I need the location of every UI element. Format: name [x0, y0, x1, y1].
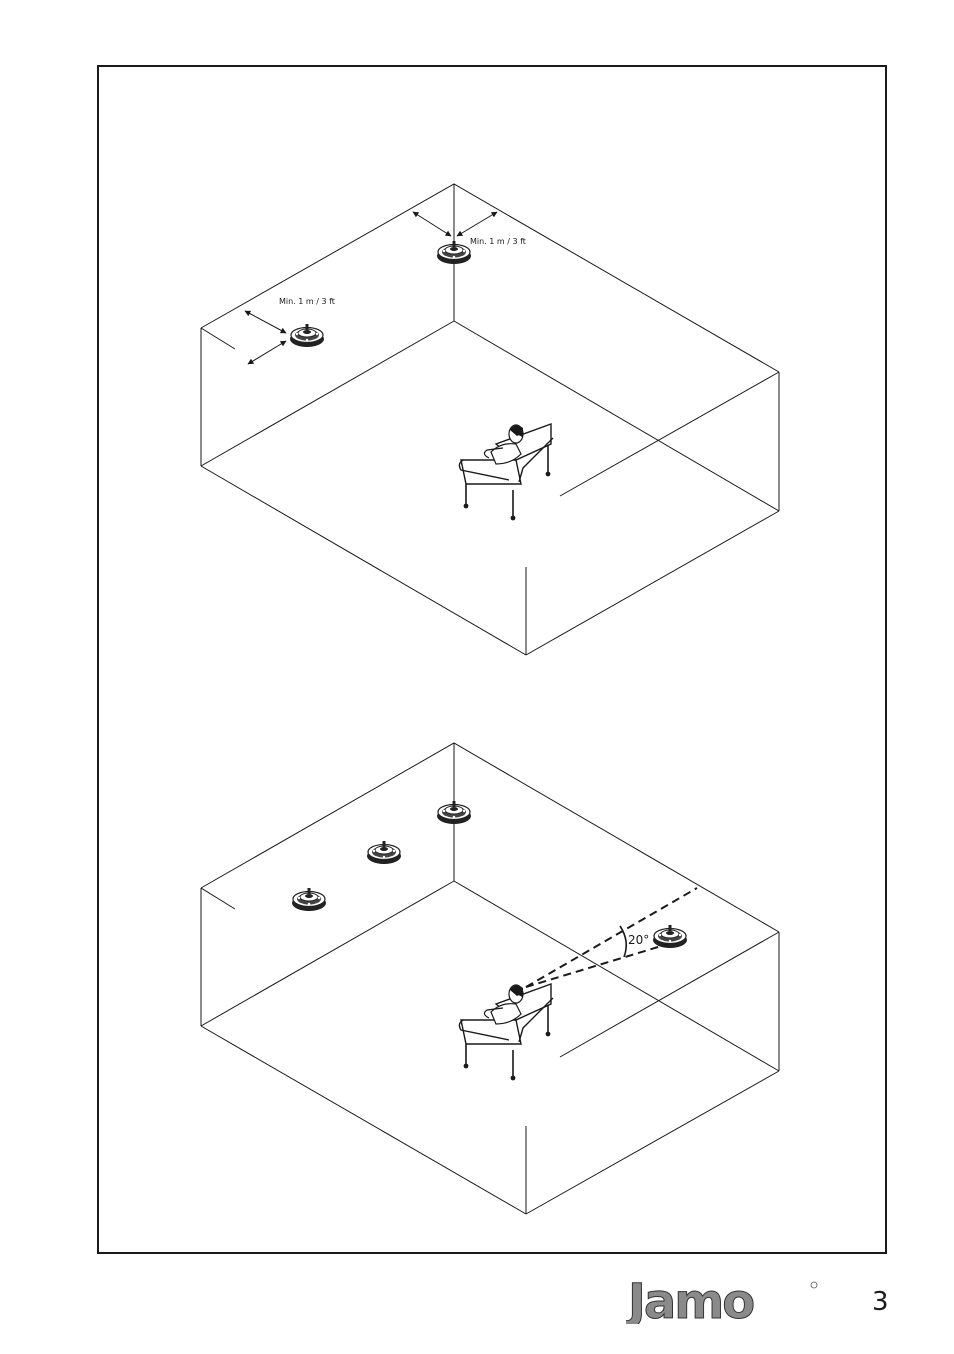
angle-arc — [620, 926, 626, 957]
room-diagram-bottom — [201, 743, 779, 1214]
listener-in-chair-bottom — [459, 984, 553, 1080]
jamo-logo: Jamo — [626, 1278, 818, 1324]
logo-text: Jamo — [626, 1278, 753, 1324]
room-diagram-top — [201, 184, 779, 655]
ceiling-speaker-left — [290, 324, 324, 347]
distance-label-right: Min. 1 m / 3 ft — [470, 237, 526, 246]
ceiling-speaker-front-left — [292, 888, 326, 911]
angle-label: 20° — [628, 933, 649, 947]
ceiling-speaker-rear — [437, 801, 471, 824]
ceiling-speaker-angled — [653, 925, 687, 948]
ceiling-speaker-corner — [437, 241, 471, 264]
listener-in-chair-top — [459, 424, 553, 520]
ceiling-speaker-middle — [367, 841, 401, 864]
distance-label-left: Min. 1 m / 3 ft — [279, 297, 335, 306]
page-number: 3 — [872, 1287, 889, 1317]
distance-arrows-top — [245, 212, 497, 364]
